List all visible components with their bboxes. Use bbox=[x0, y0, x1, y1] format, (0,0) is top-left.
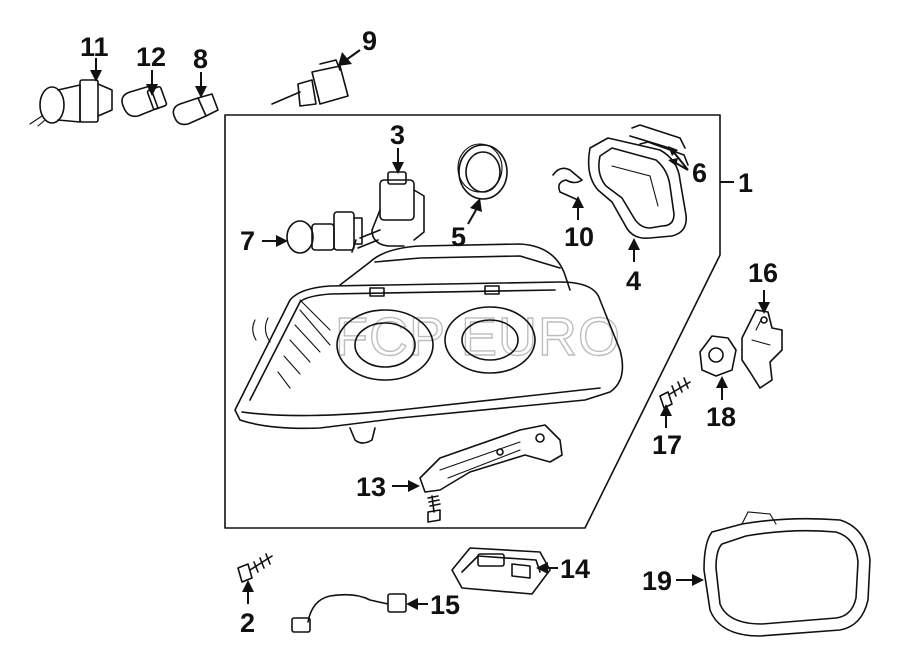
bolt-2[interactable] bbox=[237, 553, 273, 583]
headlamp-housing[interactable] bbox=[234, 243, 624, 444]
callout-2: 2 bbox=[240, 608, 255, 638]
callout-15: 15 bbox=[430, 590, 460, 620]
callout-11: 11 bbox=[80, 32, 109, 62]
leader-arrows bbox=[90, 49, 770, 610]
callout-16: 16 bbox=[748, 258, 778, 288]
small-bulb-8[interactable] bbox=[172, 93, 219, 126]
callout-numbers: 11 12 8 9 3 7 5 10 4 6 1 16 18 17 13 2 1… bbox=[80, 26, 778, 638]
halogen-bulb-11[interactable] bbox=[29, 79, 113, 127]
mounting-bracket-13[interactable] bbox=[419, 424, 563, 493]
callout-4: 4 bbox=[626, 266, 641, 296]
callout-10: 10 bbox=[564, 222, 594, 252]
callout-7: 7 bbox=[240, 226, 255, 256]
xenon-bulb-9[interactable] bbox=[271, 59, 349, 107]
callout-12: 12 bbox=[136, 42, 166, 72]
spring-clip-10[interactable] bbox=[552, 167, 583, 201]
callout-8: 8 bbox=[193, 44, 208, 74]
bulb-7[interactable] bbox=[286, 211, 363, 254]
wiring-harness-15[interactable] bbox=[291, 593, 407, 633]
bolt-17[interactable] bbox=[659, 377, 691, 409]
lens-gasket-19[interactable] bbox=[703, 511, 871, 637]
headlamp-assembly-boundary bbox=[224, 114, 721, 529]
callout-5: 5 bbox=[451, 222, 466, 252]
callout-17: 17 bbox=[652, 430, 682, 460]
screw-small[interactable] bbox=[427, 495, 441, 523]
retaining-clips-6[interactable] bbox=[629, 124, 689, 166]
bracket-16[interactable] bbox=[741, 309, 783, 389]
bulb-socket-3[interactable] bbox=[351, 171, 425, 253]
callout-3: 3 bbox=[390, 120, 405, 150]
callout-14: 14 bbox=[560, 554, 590, 584]
control-module-14[interactable] bbox=[451, 547, 551, 595]
adjuster-18[interactable] bbox=[699, 335, 737, 377]
callout-19: 19 bbox=[642, 566, 672, 596]
wedge-bulb-12[interactable] bbox=[121, 85, 168, 118]
seal-ring-5[interactable] bbox=[457, 143, 508, 200]
callout-13: 13 bbox=[356, 472, 386, 502]
callout-6: 6 bbox=[692, 158, 707, 188]
callout-18: 18 bbox=[706, 402, 736, 432]
callout-9: 9 bbox=[362, 26, 377, 56]
callout-1: 1 bbox=[738, 168, 753, 198]
